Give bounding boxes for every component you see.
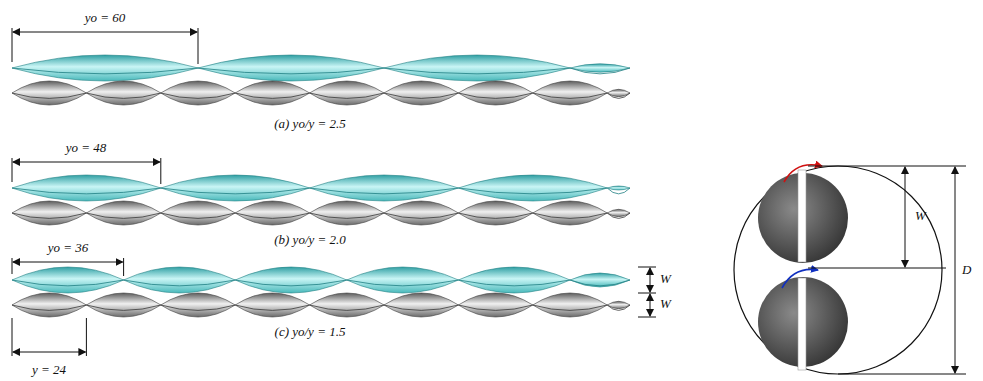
pitch-label: yo = 60 bbox=[85, 10, 126, 25]
dimension-lines bbox=[12, 28, 656, 356]
pitch-label: yo = 48 bbox=[66, 140, 107, 155]
ratio-caption: (c) yo/y = 1.5 bbox=[275, 324, 346, 339]
ratio-caption: (b) yo/y = 2.0 bbox=[274, 232, 346, 247]
ratio-caption: (a) yo/y = 2.5 bbox=[274, 116, 346, 131]
diameter-label: D bbox=[962, 262, 971, 277]
cross-section bbox=[734, 165, 966, 374]
pitch-label: yo = 36 bbox=[48, 240, 89, 255]
twisted-tapes bbox=[12, 55, 630, 317]
width-label: W bbox=[660, 271, 671, 286]
pitch-label: y = 24 bbox=[32, 362, 66, 377]
width-label: W bbox=[915, 208, 926, 223]
width-label: W bbox=[660, 296, 671, 311]
